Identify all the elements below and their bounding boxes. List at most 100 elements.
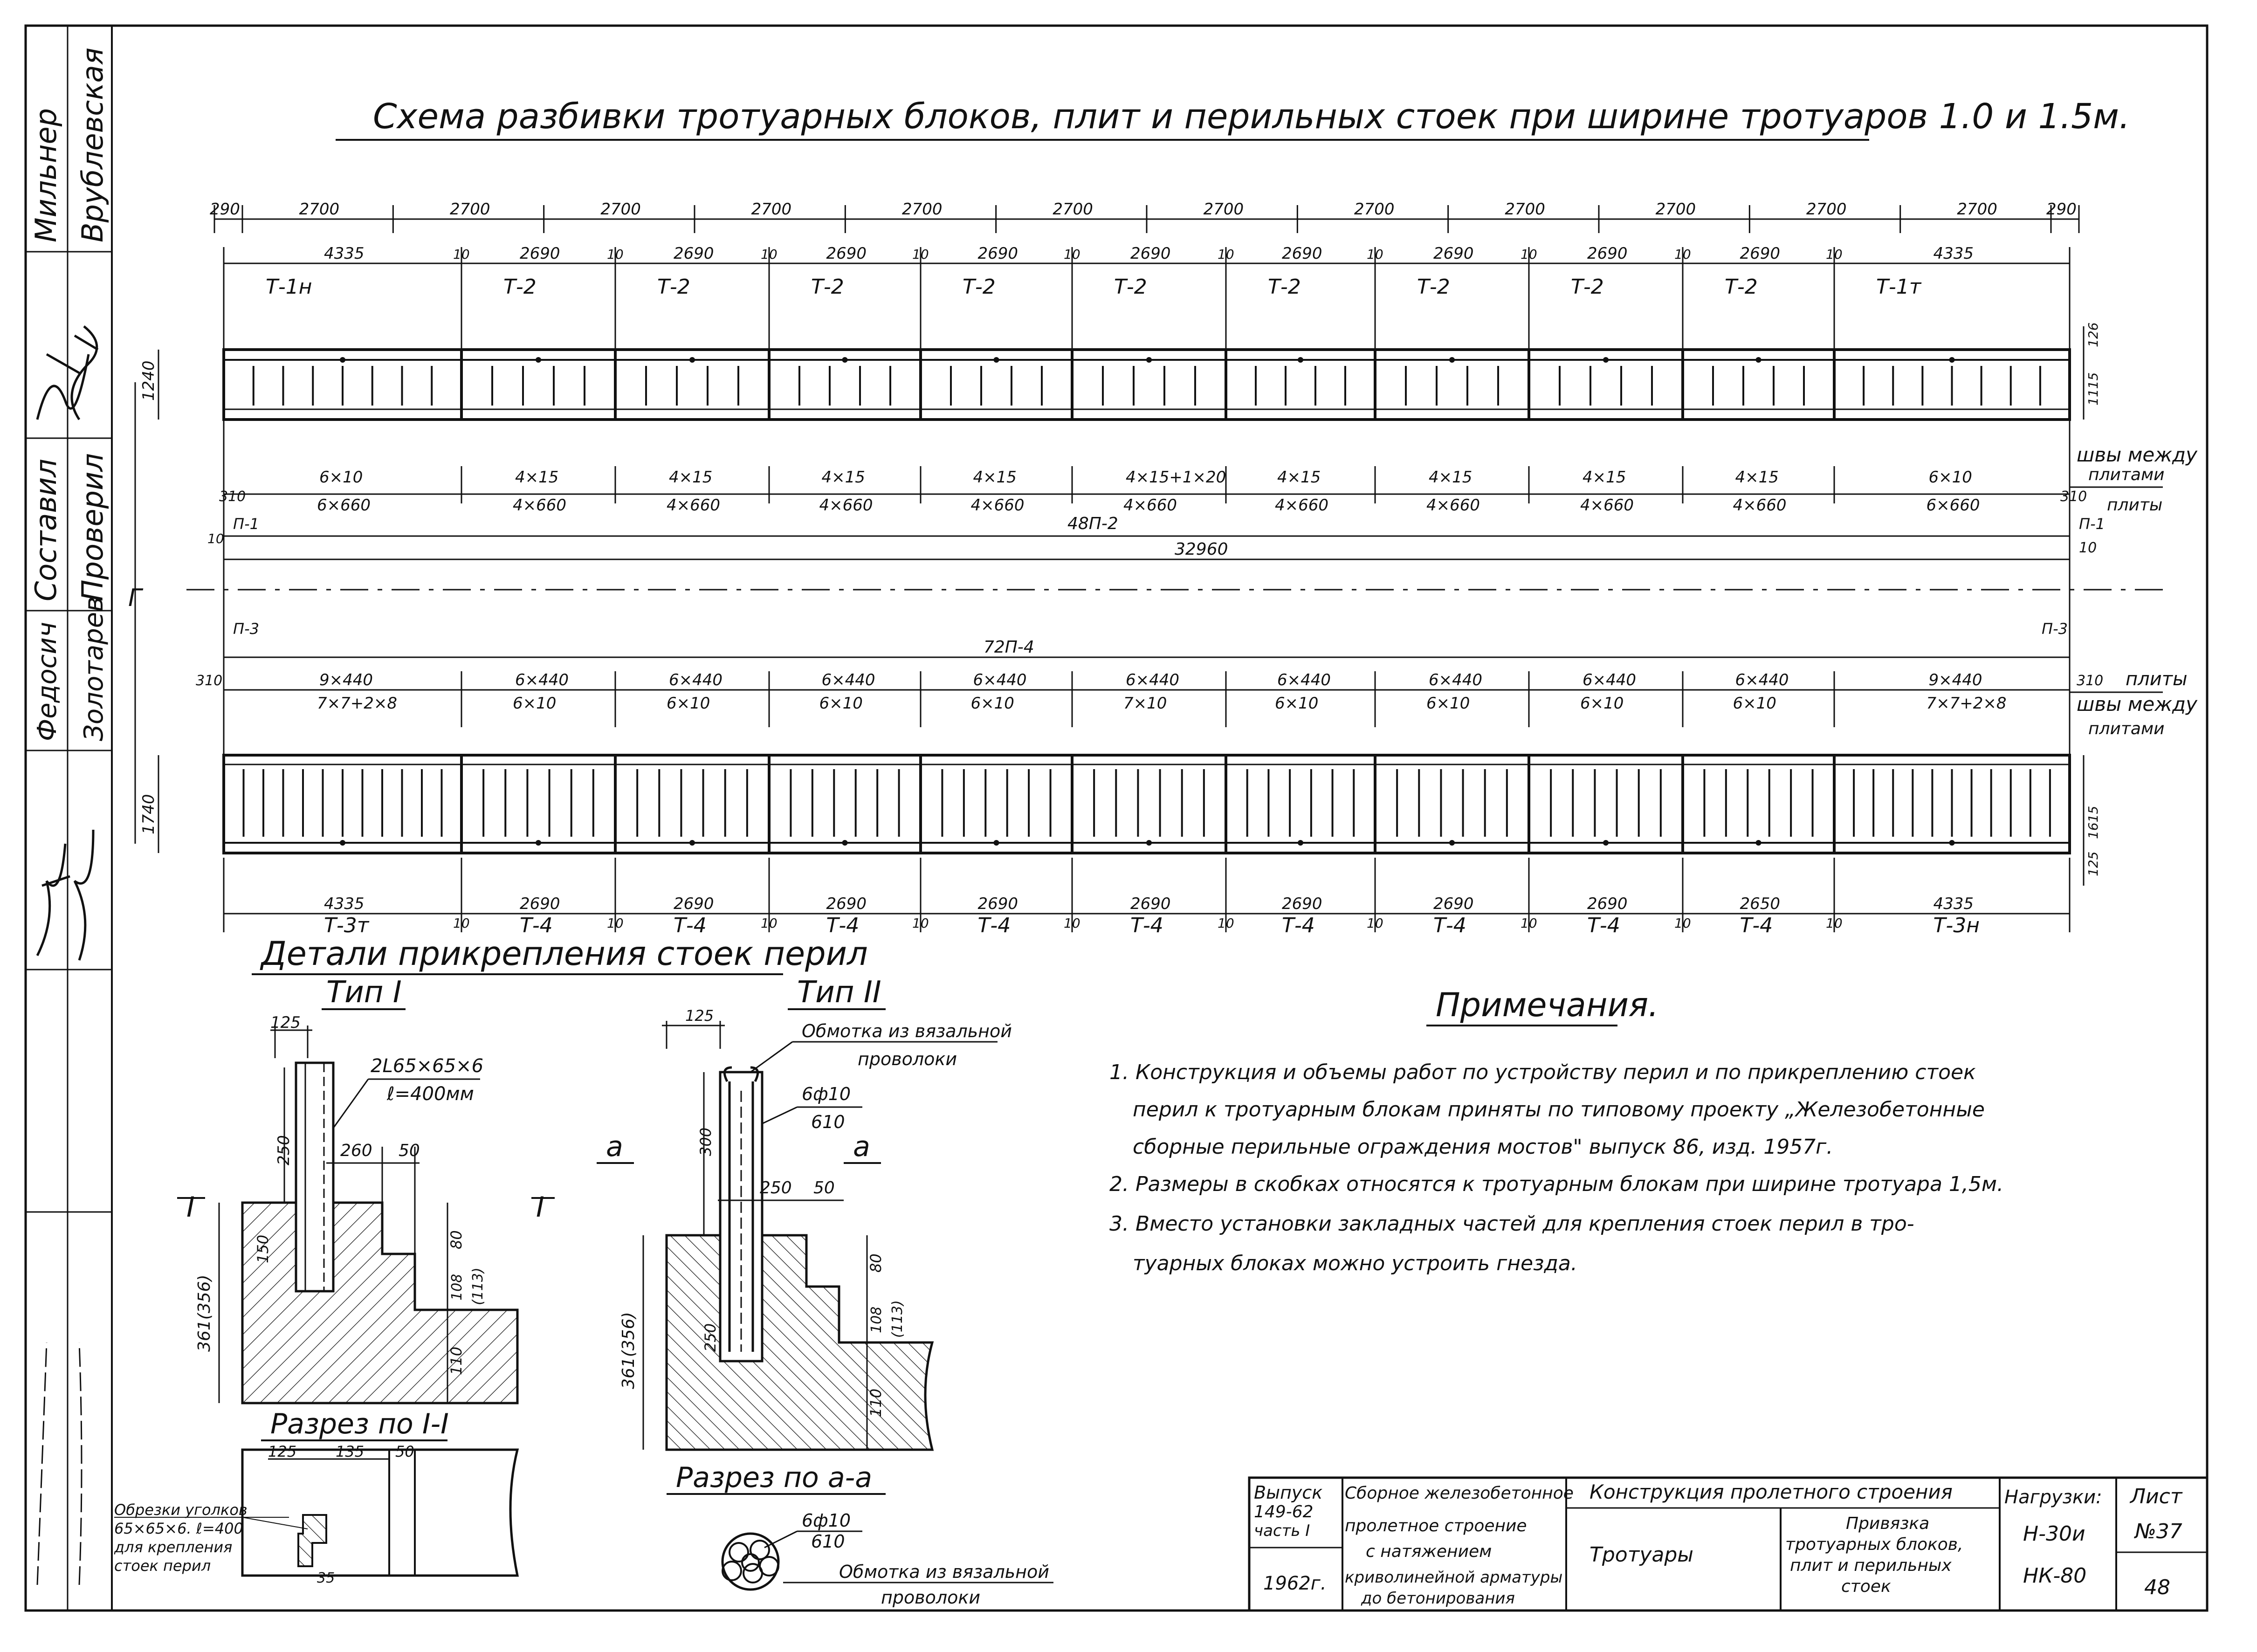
section-1-1: 125 135 50 35 Обрезки уголков 65×65×6. ℓ… xyxy=(114,1443,519,1586)
title-block: Выпуск 149-62 часть I 1962г. Сборное жел… xyxy=(1248,1476,2209,1612)
type1-section-title: Разрез по I-I xyxy=(270,1408,449,1440)
slab-top-p1-left: П-1 xyxy=(233,515,259,533)
top-post-mark-2 xyxy=(689,357,695,363)
slab-top-a-9: 4×15 xyxy=(1735,468,1779,487)
block-bot-label-4: Т-4 xyxy=(978,914,1011,937)
slab-top-b-8: 4×660 xyxy=(1580,496,1634,515)
slab-top-b-3: 4×660 xyxy=(819,496,873,515)
note-line-2: перил к тротуарным блокам приняты по тип… xyxy=(1133,1098,1985,1122)
block-top-gap-10: 10 xyxy=(1826,247,1843,262)
stamp-strip: Мильнер Врублевская Составил Проверил Фе… xyxy=(26,26,113,1611)
dim-span-10: 2700 xyxy=(1656,200,1696,219)
note-line-4: 2. Размеры в скобках относятся к тротуар… xyxy=(1109,1172,2003,1196)
detail-type-2: Тип II Обмотка из вязальной проволоки 6ф… xyxy=(597,975,1012,1495)
slab-bot-b-4: 6×10 xyxy=(971,694,1014,713)
block-bot-len-8: 2690 xyxy=(1587,895,1628,913)
block-top-gap-9: 10 xyxy=(1674,247,1691,262)
bottom-post-mark-4 xyxy=(993,840,999,846)
dim-span-2: 2700 xyxy=(450,200,490,219)
notes-title: Примечания. xyxy=(1436,986,1658,1024)
type1-d361: 361(356) xyxy=(195,1274,214,1352)
tb-project-2: пролетное строение xyxy=(1345,1516,1527,1535)
bottom-post-mark-2 xyxy=(689,840,695,846)
slab-bot-b-3: 6×10 xyxy=(819,694,863,713)
block-top-label-10: Т-1т xyxy=(1876,275,1922,299)
block-top-gap-8: 10 xyxy=(1521,247,1537,262)
block-bot-gap-4: 10 xyxy=(912,915,929,931)
type1-title: Тип I xyxy=(326,975,402,1010)
slab-top-note-1: швы между xyxy=(2077,443,2198,466)
block-bot-len-5: 2690 xyxy=(1130,895,1171,913)
type1-mark-right: I xyxy=(536,1191,544,1224)
slab-bot-a-6: 6×440 xyxy=(1277,671,1331,689)
tb-project-1: Сборное железобетонное xyxy=(1345,1484,1574,1503)
bottom-post-mark-8 xyxy=(1603,840,1609,846)
type1-d260: 260 xyxy=(340,1141,372,1160)
dim-span-7: 2700 xyxy=(1204,200,1244,219)
bottom-post-mark-9 xyxy=(1755,840,1762,846)
tb-desc-1: Привязка xyxy=(1846,1514,1929,1533)
notes-block: Примечания. 1. Конструкция и объемы рабо… xyxy=(1109,986,2003,1275)
type2-d113: (113) xyxy=(889,1300,906,1338)
tb-sheet-number: №37 xyxy=(2133,1520,2182,1543)
type2-wrap-2: проволоки xyxy=(858,1049,957,1069)
block-top-label-0: Т-1н xyxy=(266,275,312,299)
stamp-name-3: Составил xyxy=(29,459,63,601)
sec1-angle-cut xyxy=(297,1514,327,1567)
slab-bot-note-2: швы между xyxy=(2077,693,2198,716)
slab-bot-a-10: 9×440 xyxy=(1929,671,1982,689)
tb-page: 48 xyxy=(2144,1576,2170,1599)
top-height-right-1: 126 xyxy=(2085,323,2101,347)
type1-d50: 50 xyxy=(399,1141,420,1160)
slab-bot-note-3: плитами xyxy=(2088,719,2165,738)
block-bot-len-0: 4335 xyxy=(324,895,365,913)
bottom-post-mark-5 xyxy=(1146,840,1152,846)
block-top-label-5: Т-2 xyxy=(1114,275,1147,299)
slab-bot-a-1: 6×440 xyxy=(515,671,569,689)
type2-d50: 50 xyxy=(813,1178,835,1198)
details-title: Детали прикрепления стоек перил xyxy=(260,935,868,973)
stamp-scribble xyxy=(36,1342,83,1585)
sec1-d50: 50 xyxy=(395,1443,414,1460)
sec1-d125: 125 xyxy=(268,1443,296,1460)
tb-project-4: криволинейной арматуры xyxy=(1345,1568,1562,1587)
type2-barlen: 610 xyxy=(811,1112,845,1132)
dim-span-9: 2700 xyxy=(1505,200,1545,219)
bottom-post-mark-3 xyxy=(842,840,848,846)
stamp-name-5: Федосич xyxy=(32,622,62,741)
block-top-len-1: 2690 xyxy=(520,244,560,263)
dim-span-4: 2700 xyxy=(751,200,792,219)
top-post-mark-8 xyxy=(1603,357,1609,363)
top-post-mark-7 xyxy=(1449,357,1455,363)
sec1-note-2: 65×65×6. ℓ=400 xyxy=(114,1520,243,1537)
slab-bot-a-0: 9×440 xyxy=(319,671,373,689)
block-top-len-4: 2690 xyxy=(978,244,1018,263)
block-top-len-9: 2690 xyxy=(1740,244,1781,263)
block-top-len-2: 2690 xyxy=(674,244,714,263)
slab-bot-a-4: 6×440 xyxy=(973,671,1027,689)
tb-part: Тротуары xyxy=(1590,1543,1693,1567)
bottom-post-mark-0 xyxy=(340,840,345,846)
slab-top-b-1: 4×660 xyxy=(513,496,566,515)
top-post-mark-4 xyxy=(993,357,999,363)
block-bot-gap-6: 10 xyxy=(1218,915,1234,931)
detail-type-1: Тип I 125 2L65×65×6 ℓ=400мм 250 260 50 1… xyxy=(177,975,555,1441)
signature-2 xyxy=(70,325,99,420)
slab-bot-b-7: 6×10 xyxy=(1426,694,1470,713)
tb-year: 1962г. xyxy=(1263,1573,1327,1594)
block-bot-label-1: Т-4 xyxy=(520,914,553,937)
tb-desc-2: тротуарных блоков, xyxy=(1785,1535,1963,1554)
type1-length: ℓ=400мм xyxy=(386,1083,474,1105)
block-bot-len-6: 2690 xyxy=(1282,895,1322,913)
block-top-label-1: Т-2 xyxy=(503,275,537,299)
block-bot-gap-9: 10 xyxy=(1674,915,1691,931)
block-bot-gap-10: 10 xyxy=(1826,915,1843,931)
block-bot-label-10: Т-3н xyxy=(1934,914,1980,937)
slab-top-a-5: 4×15+1×20 xyxy=(1126,468,1226,487)
block-top-len-8: 2690 xyxy=(1587,244,1628,263)
top-post-mark-6 xyxy=(1298,357,1303,363)
block-top-label-6: Т-2 xyxy=(1268,275,1301,299)
type2-title: Тип II xyxy=(797,975,881,1010)
slab-bot-count: 72П-4 xyxy=(984,638,1034,657)
block-top-label-7: Т-2 xyxy=(1417,275,1450,299)
